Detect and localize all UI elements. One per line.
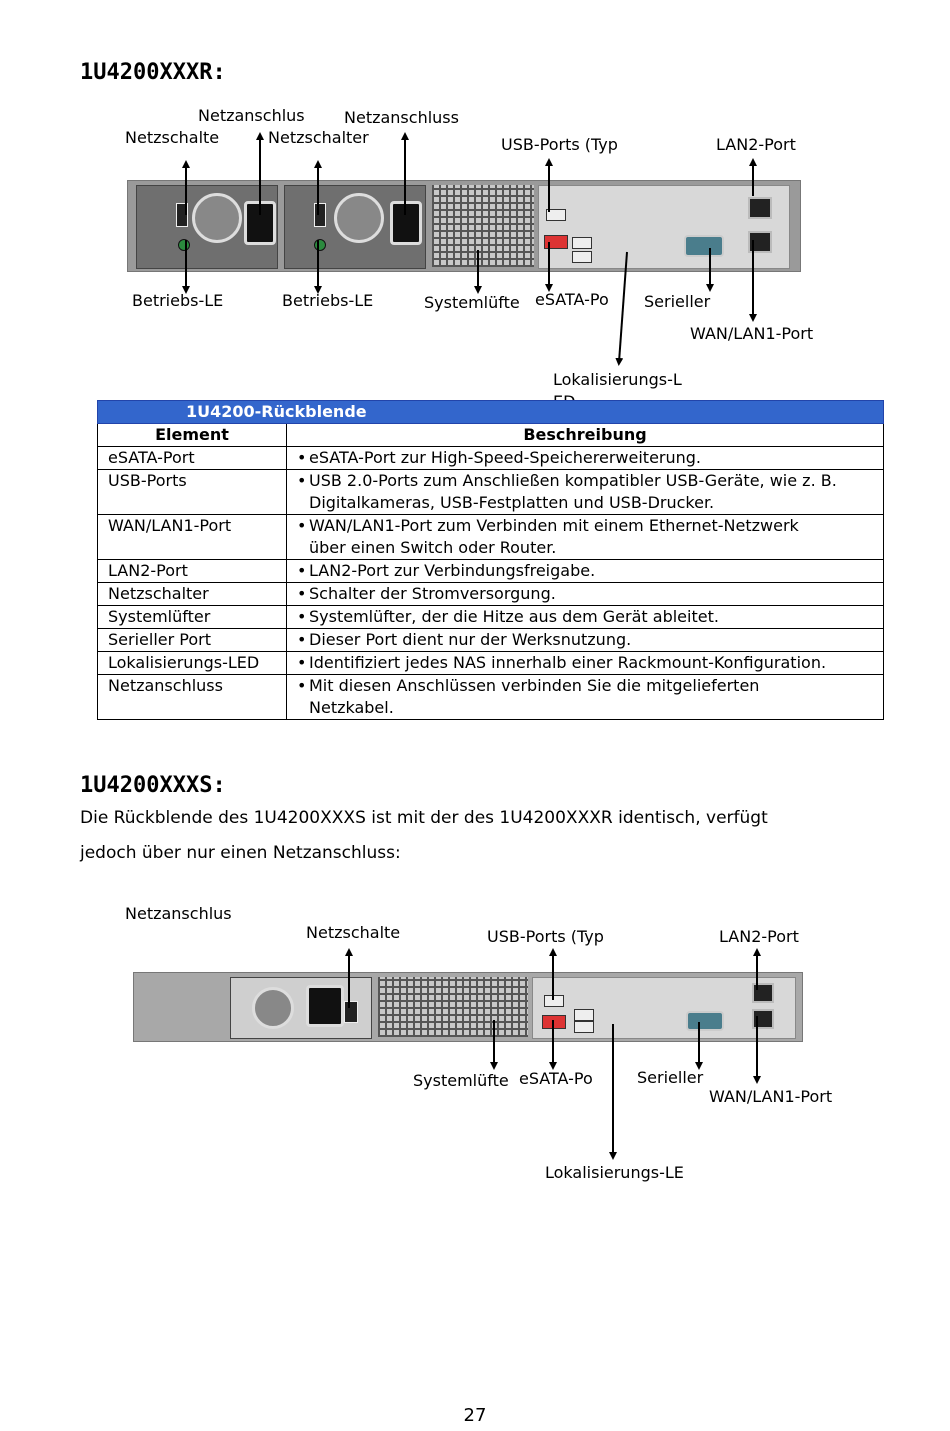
row-description: •eSATA-Port zur High-Speed-Speichererwei…: [286, 446, 884, 470]
row-element: Serieller Port: [97, 628, 287, 652]
psu-fan-2: [334, 193, 384, 243]
rear-panel-image-xxxr: [127, 180, 801, 272]
paragraph-line-1: Die Rückblende des 1U4200XXXS ist mit de…: [80, 808, 768, 828]
table-row: Systemlüfter •Systemlüfter, der die Hitz…: [97, 605, 884, 629]
table-row: eSATA-Port •eSATA-Port zur High-Speed-Sp…: [97, 446, 884, 470]
row-element: Lokalisierungs-LED: [97, 651, 287, 675]
row-element: WAN/LAN1-Port: [97, 514, 287, 560]
wan-lan1-port: [748, 231, 772, 253]
power-led-2: [314, 239, 326, 251]
label-netzschalter: Netzschalte: [306, 923, 401, 942]
row-element: USB-Ports: [97, 469, 287, 515]
label-netzschalter-2: Netzschalter: [268, 128, 369, 147]
power-switch-2: [314, 203, 326, 227]
fan-grill: [432, 185, 534, 267]
row-element: Systemlüfter: [97, 605, 287, 629]
label-wan-lan1-port: WAN/LAN1-Port: [690, 324, 814, 343]
row-element: Netzschalter: [97, 582, 287, 606]
rear-panel-image-xxxs: [133, 972, 803, 1042]
section-heading-xxxr: 1U4200XXXR:: [80, 60, 226, 85]
power-socket-1: [244, 201, 276, 245]
table-header-row: Element Beschreibung: [97, 423, 884, 447]
rear-panel-table: 1U4200-Rückblende Element Beschreibung e…: [97, 400, 884, 720]
section-heading-xxxs: 1U4200XXXS:: [80, 773, 226, 798]
label-lokalisierungs-led: Lokalisierungs-LE: [545, 1163, 684, 1182]
table-row: WAN/LAN1-Port •WAN/LAN1-Port zum Verbind…: [97, 514, 884, 560]
row-element: LAN2-Port: [97, 559, 287, 583]
table-row: Netzschalter •Schalter der Stromversorgu…: [97, 582, 884, 606]
column-header-element: Element: [97, 423, 287, 447]
label-netzanschluss-1: Netzanschlus: [198, 106, 305, 125]
row-description: •Mit diesen Anschlüssen verbinden Sie di…: [286, 674, 884, 720]
table-row: LAN2-Port •LAN2-Port zur Verbindungsfrei…: [97, 559, 884, 583]
power-socket: [306, 985, 344, 1027]
row-description: •Systemlüfter, der die Hitze aus dem Ger…: [286, 605, 884, 629]
wan-lan1-port: [752, 1009, 774, 1029]
row-description: •USB 2.0-Ports zum Anschließen kompatibl…: [286, 469, 884, 515]
label-lan2-port: LAN2-Port: [716, 135, 796, 154]
label-systemluefter: Systemlüfte: [413, 1071, 509, 1090]
power-switch: [344, 1001, 358, 1023]
fan-grill: [378, 977, 528, 1037]
label-serieller-port: Serieller: [637, 1068, 704, 1087]
row-element: eSATA-Port: [97, 446, 287, 470]
usb-port-1: [546, 209, 566, 221]
label-serieller-port: Serieller: [644, 292, 711, 311]
esata-port: [544, 235, 568, 249]
table-row: Lokalisierungs-LED •Identifiziert jedes …: [97, 651, 884, 675]
label-lan2-port: LAN2-Port: [719, 927, 799, 946]
row-element: Netzanschluss: [97, 674, 287, 720]
lan2-port: [752, 983, 774, 1003]
row-description: •Identifiziert jedes NAS innerhalb einer…: [286, 651, 884, 675]
usb-port-3: [574, 1021, 594, 1033]
row-description: •WAN/LAN1-Port zum Verbinden mit einem E…: [286, 514, 884, 560]
usb-port-2: [572, 237, 592, 249]
usb-port-1: [544, 995, 564, 1007]
label-lokalisierungs-led-cont: ED: [553, 393, 575, 400]
power-led-1: [178, 239, 190, 251]
serial-port: [686, 1011, 724, 1031]
power-socket-2: [390, 201, 422, 245]
label-usb-ports: USB-Ports (Typ: [487, 927, 604, 946]
row-description: •LAN2-Port zur Verbindungsfreigabe.: [286, 559, 884, 583]
column-header-description: Beschreibung: [286, 423, 884, 447]
label-betriebs-led-2: Betriebs-LE: [282, 291, 374, 310]
table-row: USB-Ports •USB 2.0-Ports zum Anschließen…: [97, 469, 884, 515]
label-wan-lan1-port: WAN/LAN1-Port: [709, 1087, 833, 1106]
lan2-port: [748, 197, 772, 219]
psu-fan: [252, 987, 294, 1029]
table-row: Netzanschluss •Mit diesen Anschlüssen ve…: [97, 674, 884, 720]
label-netzanschluss-2: Netzanschluss: [344, 108, 459, 127]
usb-port-3: [572, 251, 592, 263]
power-switch-1: [176, 203, 188, 227]
page-number: 27: [463, 1405, 487, 1426]
label-esata-port: eSATA-Po: [519, 1069, 593, 1088]
esata-port: [542, 1015, 566, 1029]
label-lokalisierungs-led: Lokalisierungs-L: [553, 370, 682, 389]
table-caption: 1U4200-Rückblende: [97, 400, 884, 424]
label-netzanschluss: Netzanschlus: [125, 904, 232, 923]
label-systemluefter: Systemlüfte: [424, 293, 520, 312]
label-netzschalter-1: Netzschalte: [125, 128, 220, 147]
label-betriebs-led-1: Betriebs-LE: [132, 291, 224, 310]
table-caption-row: 1U4200-Rückblende: [97, 400, 884, 424]
table-row: Serieller Port •Dieser Port dient nur de…: [97, 628, 884, 652]
serial-port: [684, 235, 724, 257]
label-esata-port: eSATA-Po: [535, 290, 609, 309]
paragraph-line-2: jedoch über nur einen Netzanschluss:: [80, 843, 401, 863]
row-description: •Dieser Port dient nur der Werksnutzung.: [286, 628, 884, 652]
psu-fan-1: [192, 193, 242, 243]
row-description: •Schalter der Stromversorgung.: [286, 582, 884, 606]
usb-port-2: [574, 1009, 594, 1021]
label-usb-ports: USB-Ports (Typ: [501, 135, 618, 154]
